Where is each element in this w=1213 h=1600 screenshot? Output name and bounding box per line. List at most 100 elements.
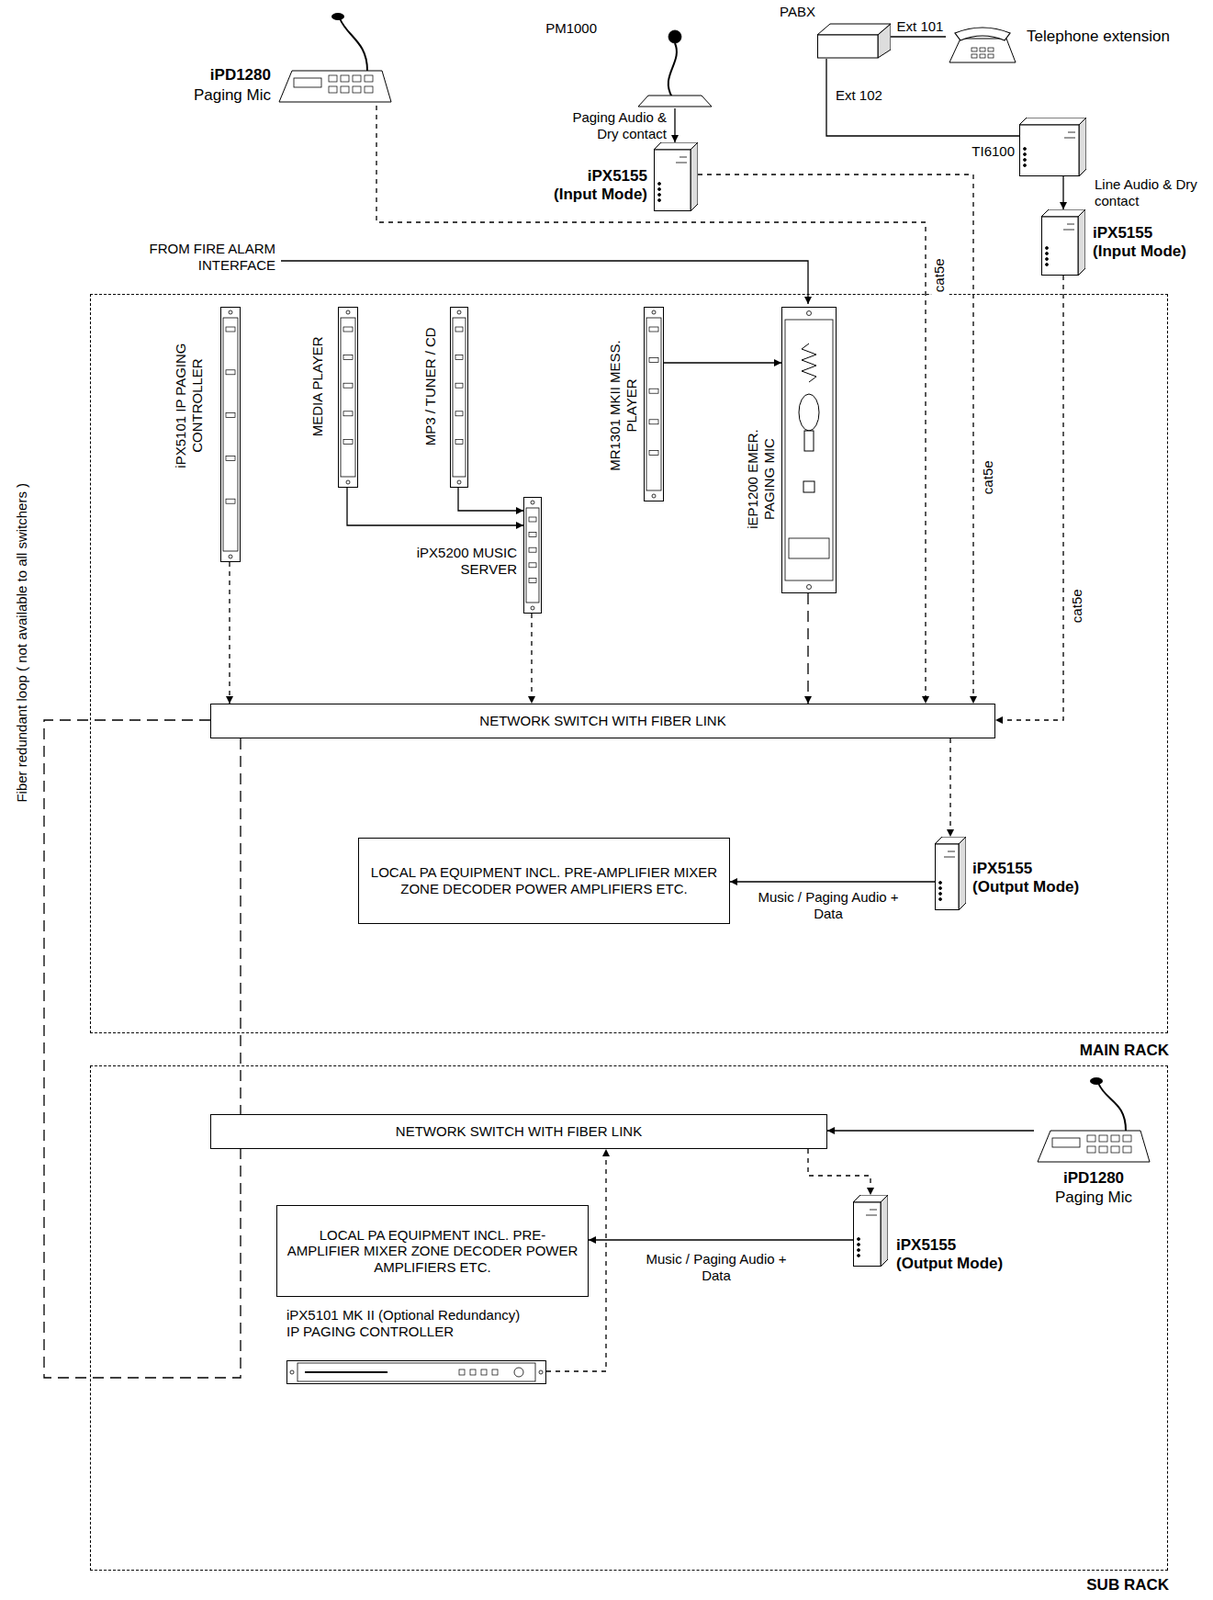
drawing-part <box>352 75 361 82</box>
drawing-part <box>364 75 373 82</box>
drawing-part <box>1020 124 1080 177</box>
device-label: MP3 / TUNER / CD <box>422 317 439 456</box>
drawing-part <box>1045 263 1049 267</box>
drawing-part <box>343 326 353 332</box>
drawing-part <box>649 388 659 394</box>
drawing-part <box>675 162 687 164</box>
drawing-part <box>514 1367 524 1377</box>
device-drawing <box>934 836 966 910</box>
drawing-part <box>343 438 353 444</box>
drawing-part <box>857 1248 861 1252</box>
network-connector <box>995 275 1064 720</box>
drawing-part <box>346 310 350 315</box>
network-switch: NETWORK SWITCH WITH FIBER LINK <box>210 1113 828 1149</box>
drawing-part <box>340 317 356 477</box>
drawing-part <box>279 70 392 102</box>
network-connector <box>949 738 951 837</box>
drawing-part <box>1098 1082 1126 1131</box>
drawing-part <box>857 1254 861 1258</box>
drawing-part <box>1052 1137 1080 1147</box>
rack-unit: iPX5200 MUSIC SERVER <box>523 496 542 614</box>
drawing-part <box>803 481 815 493</box>
drawing-part <box>857 1243 861 1247</box>
drawing-part <box>1064 137 1076 139</box>
audio-connector <box>458 487 524 511</box>
drawing-part <box>343 411 353 416</box>
interface-box: iPX5155 (Output Mode) <box>934 836 966 910</box>
paging-mic: iPD1280Paging Mic <box>275 9 395 106</box>
device-drawing <box>781 306 837 594</box>
drawing-part <box>539 1370 543 1374</box>
drawing-part <box>807 584 812 590</box>
rack-region: MAIN RACKiPX5101 IP PAGING CONTROLLERMED… <box>89 293 1169 1034</box>
drawing-part <box>958 836 966 910</box>
interface-box: iPX5155 (Output Mode) <box>853 1194 888 1267</box>
network-connector <box>376 105 926 704</box>
paging-mic: iPD1280Paging Mic <box>1033 1073 1154 1166</box>
drawing-part <box>1089 1077 1103 1085</box>
drawing-part <box>949 38 1016 63</box>
drawing-part <box>679 157 687 158</box>
device-drawing <box>606 27 726 109</box>
drawing-part <box>455 382 463 388</box>
connector-label: Paging Audio & Dry contact <box>549 109 669 142</box>
drawing-part <box>455 326 463 332</box>
drawing-part <box>528 532 537 538</box>
device-label: iPX5101 IP PAGING CONTROLLER <box>172 313 205 497</box>
drawing-part <box>1023 147 1027 151</box>
drawing-part <box>649 326 659 332</box>
audio-connector <box>588 1238 854 1240</box>
drawing-part <box>1067 132 1076 134</box>
device-label: PM1000 <box>523 20 597 37</box>
drawing-part <box>1045 258 1049 261</box>
audio-connector <box>673 108 675 143</box>
drawing-part <box>801 343 817 382</box>
device-label: iPX5155 (Output Mode) <box>972 859 1092 897</box>
drawing-part <box>935 843 960 910</box>
drawing-part <box>228 310 233 315</box>
rack-unit: MEDIA PLAYER <box>337 306 359 488</box>
connector-label: cat5e <box>1068 583 1086 629</box>
drawing-part <box>293 78 322 88</box>
audio-connector <box>826 58 1020 136</box>
drawing-part <box>223 317 238 551</box>
drawing-part <box>331 12 345 21</box>
drawing-part <box>1063 229 1075 231</box>
audio-connector <box>347 487 524 526</box>
drawing-part <box>1087 1145 1096 1153</box>
device-label: iPX5155 (Input Mode) <box>1092 224 1199 261</box>
drawing-part <box>287 1360 547 1384</box>
drawing-part <box>971 47 978 52</box>
device-drawing <box>945 20 1020 65</box>
network-connector <box>44 719 241 1378</box>
drawing-part <box>338 307 359 488</box>
device-label: Paging Mic <box>1038 1188 1149 1207</box>
drawing-part <box>818 34 879 58</box>
device-label: iPX5155 (Output Mode) <box>896 1235 1016 1273</box>
drawing-part <box>225 413 236 418</box>
rack-unit: iPX5101 MK II (Optional Redundancy) IP P… <box>286 1359 547 1384</box>
drawing-part <box>526 507 540 603</box>
device-label: iPD1280 <box>137 66 271 85</box>
drawing-part <box>690 142 698 212</box>
audio-connector <box>827 1129 1034 1131</box>
drawing-part <box>452 317 466 477</box>
drawing-part <box>528 577 537 583</box>
telephone-interface: TI6100 <box>1019 117 1087 177</box>
device-drawing <box>449 306 469 488</box>
drawing-part <box>1037 1130 1150 1162</box>
box-text: LOCAL PA EQUIPMENT INCL. PRE-AMPLIFIER M… <box>277 1223 588 1280</box>
drawing-part <box>340 75 349 82</box>
drawing-part <box>297 1362 536 1382</box>
drawing-part <box>343 355 353 360</box>
device-drawing <box>523 496 542 614</box>
drawing-part <box>457 480 461 484</box>
drawing-part <box>649 358 659 363</box>
rack-region: SUB RACKNETWORK SWITCH WITH FIBER LINKiP… <box>89 1065 1169 1571</box>
device-label: MAIN RACK <box>985 1041 1169 1060</box>
pabx-unit: PABX <box>817 20 891 59</box>
box-text: LOCAL PA EQUIPMENT INCL. PRE-AMPLIFIER M… <box>359 860 730 900</box>
device-label: MR1301 MKII MESS. PLAYER <box>606 336 640 474</box>
drawing-part <box>1019 117 1087 125</box>
connector-label: Ext 102 <box>833 87 889 104</box>
